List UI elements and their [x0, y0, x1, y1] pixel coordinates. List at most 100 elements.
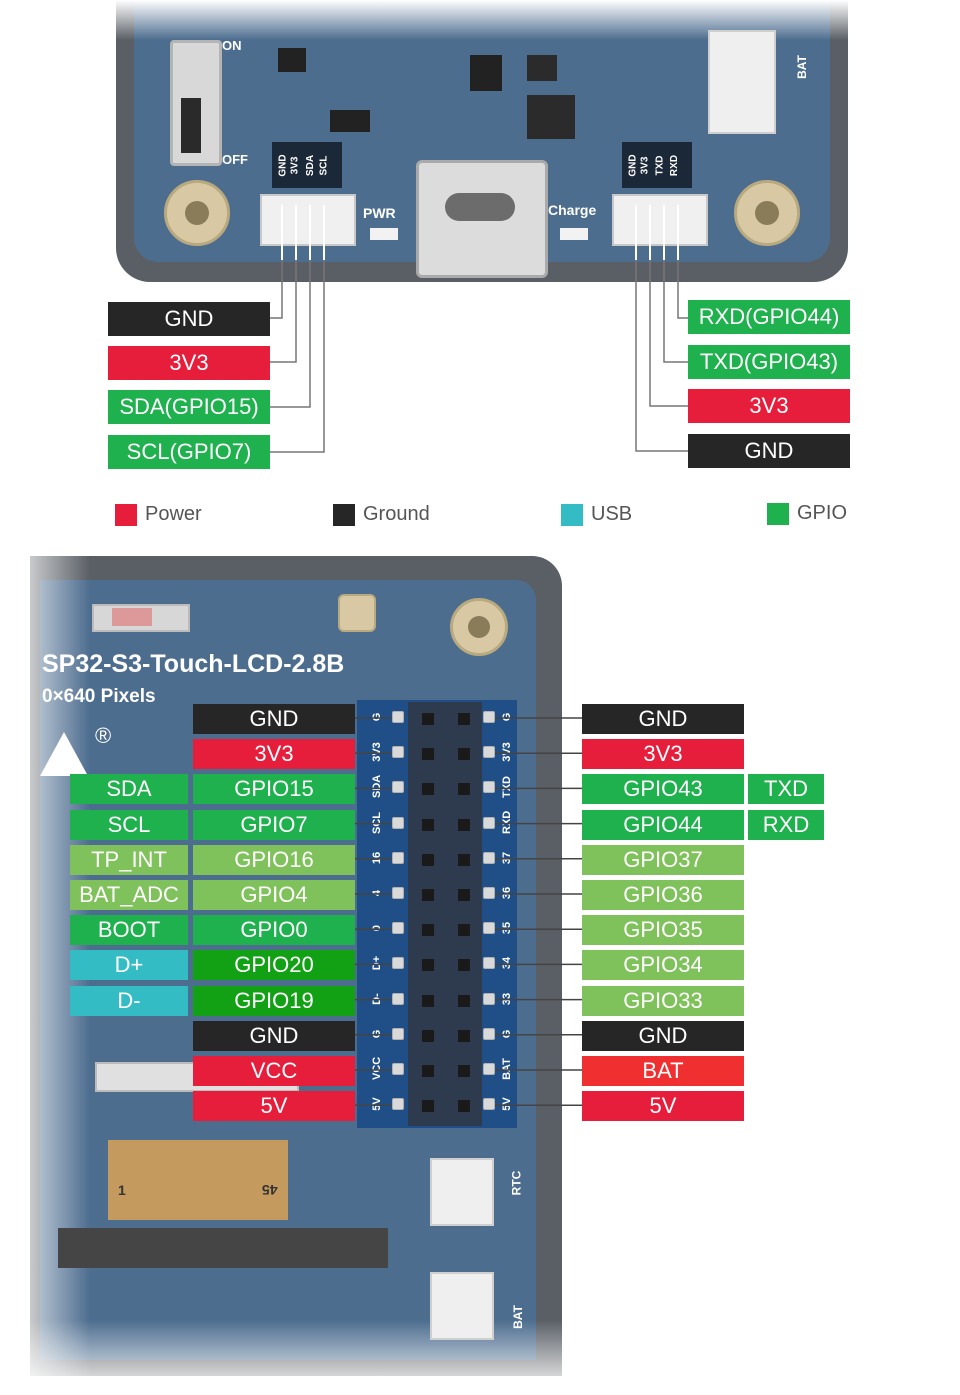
header-left-pin-gpio16: GPIO16 [193, 844, 355, 875]
uart-label-rxd: RXD(GPIO44) [688, 300, 850, 334]
bat-connector-top [708, 30, 776, 134]
uart-connector[interactable] [612, 194, 708, 246]
header-pin [420, 887, 436, 903]
header-right-function-rxd: RXD [748, 809, 824, 840]
power-switch[interactable] [170, 40, 222, 166]
header-left-pin-gpio7: GPIO7 [193, 809, 355, 840]
switch-on-label: ON [222, 38, 242, 53]
legend-gpio-label: GPIO [797, 502, 848, 524]
header-pin [392, 816, 404, 829]
legend-ground-label: Ground [363, 503, 430, 525]
header-pin [420, 851, 436, 868]
header-right-pin-gpio43: GPIO43 [582, 774, 744, 805]
legend-power-label: Power [145, 503, 202, 525]
legend-ground: Ground [333, 503, 430, 526]
chip [527, 95, 575, 139]
header-pin [392, 711, 404, 723]
header-right-pin-bat: BAT [582, 1056, 744, 1086]
header-pin [456, 1027, 472, 1044]
header-pin [392, 1063, 404, 1075]
header-pin [420, 746, 436, 763]
uart-label-txd: TXD(GPIO43) [688, 345, 850, 379]
header-left-pin-gnd: GND [193, 704, 355, 734]
header-pin [483, 711, 495, 723]
fpc-pin-1: 1 [118, 1182, 126, 1198]
power-switch-knob [181, 98, 201, 153]
i2c-label-sda: SDA(GPIO15) [108, 390, 270, 424]
header-pin [420, 1098, 436, 1115]
header-right-pin-gpio35: GPIO35 [582, 915, 744, 946]
header-pin [483, 851, 495, 864]
header-left-pin-gpio15: GPIO15 [193, 774, 355, 805]
header-pin [456, 957, 472, 974]
header-pin [483, 922, 495, 935]
uart-label-3v3: 3V3 [688, 389, 850, 423]
header-right-pin-gpio33: GPIO33 [582, 985, 744, 1016]
header-pin [392, 992, 404, 1005]
chip [278, 48, 306, 72]
uart-label-gnd: GND [688, 434, 850, 468]
uart-silk-bg [622, 142, 692, 188]
header-left-function-d-: D+ [70, 950, 188, 981]
charge-led-label: Charge [548, 202, 597, 218]
header-left-function-sda: SDA [70, 774, 188, 805]
header-pin [456, 781, 472, 798]
header-pin [483, 957, 495, 970]
chip [527, 55, 557, 81]
header-pin [483, 1063, 495, 1075]
header-pin [420, 781, 436, 798]
header-left-function-scl: SCL [70, 809, 188, 840]
header-pin [483, 781, 495, 794]
legend-ground-swatch [333, 503, 355, 526]
header-left-pin-gnd: GND [193, 1020, 355, 1051]
header-right-pin-gpio44: GPIO44 [582, 809, 744, 840]
header-left-function-bat-adc: BAT_ADC [70, 880, 188, 910]
header-pin [392, 887, 404, 899]
header-pin [420, 922, 436, 939]
header-pin [420, 1063, 436, 1079]
header-pin [420, 957, 436, 974]
header-pin [392, 922, 404, 935]
legend-gpio-swatch [767, 502, 789, 525]
header-pin [392, 1027, 404, 1040]
header-pin [456, 992, 472, 1009]
legend-gpio: GPIO [767, 502, 847, 525]
header-pin [392, 746, 404, 759]
header-right-pin-gnd: GND [582, 1020, 744, 1051]
header-left-function-tp-int: TP_INT [70, 844, 188, 875]
header-right-pin-gpio37: GPIO37 [582, 844, 744, 875]
header-pin [456, 922, 472, 939]
usb-c-port[interactable] [416, 160, 548, 278]
header-right-pin-gpio34: GPIO34 [582, 950, 744, 981]
rtc-connector [430, 1158, 494, 1226]
charge-led [560, 228, 588, 240]
header-pin [483, 887, 495, 899]
i2c-connector[interactable] [260, 194, 356, 246]
header-right-pin-5v: 5V [582, 1091, 744, 1122]
header-pin [392, 781, 404, 794]
board-subtitle: 0×640 Pixels [42, 686, 156, 707]
header-left-function-boot: BOOT [70, 915, 188, 946]
logo-mark [40, 732, 88, 776]
pin-header[interactable] [408, 702, 482, 1126]
header-pin [456, 1098, 472, 1115]
i2c-label-scl: SCL(GPIO7) [108, 435, 270, 469]
led-component [92, 604, 190, 632]
header-left-pin-5v: 5V [193, 1091, 355, 1122]
header-right-pin-gnd: GND [582, 704, 744, 734]
header-pin [456, 851, 472, 868]
i2c-label-gnd: GND [108, 302, 270, 336]
header-pin [483, 1098, 495, 1111]
header-right-pin-3v3: 3V3 [582, 739, 744, 770]
header-pin [483, 1027, 495, 1040]
header-pin [420, 816, 436, 833]
legend-power-swatch [115, 503, 137, 526]
header-pin [456, 887, 472, 903]
bat-connector-bottom [430, 1272, 494, 1340]
header-right-function-txd: TXD [748, 774, 824, 805]
header-left-pin-gpio0: GPIO0 [193, 915, 355, 946]
switch-off-label: OFF [222, 152, 248, 167]
header-left-pin-vcc: VCC [193, 1056, 355, 1086]
legend-power: Power [115, 503, 202, 526]
